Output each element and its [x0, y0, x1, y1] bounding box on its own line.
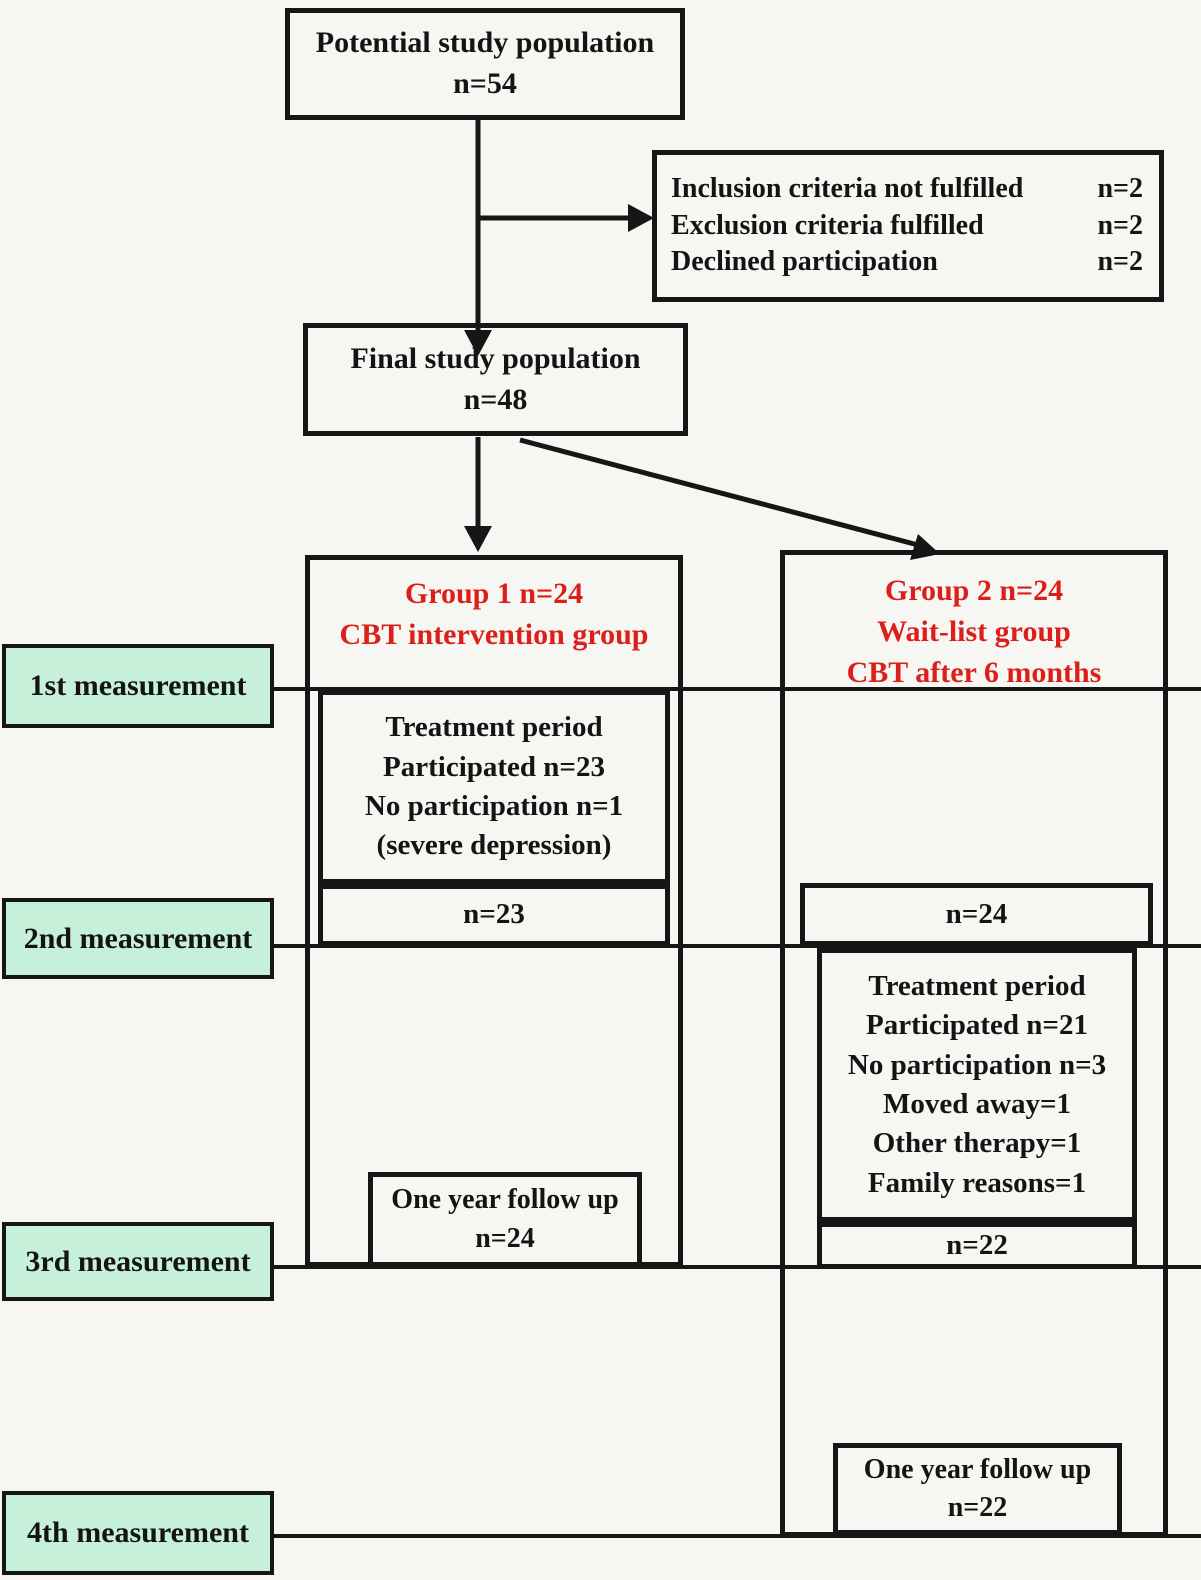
potential-population-line2: n=54	[453, 67, 517, 100]
group2-n24-box: n=24	[800, 883, 1153, 946]
final-population-box: Final study population n=48	[303, 323, 688, 436]
potential-population-line1: Potential study population	[315, 26, 655, 60]
group2-n24-text: n=24	[945, 897, 1008, 930]
exclusion-box: Inclusion criteria not fulfilled n=2 Exc…	[652, 150, 1164, 302]
arrowhead-right-exclusion	[628, 204, 654, 232]
group1-n23-box: n=23	[318, 884, 670, 946]
group1-treatment-line1: Treatment period	[385, 711, 603, 744]
group2-treatment-box: Treatment period Participated n=21 No pa…	[817, 948, 1137, 1222]
group1-treatment-line3: No participation n=1	[364, 790, 624, 822]
measurement-label-4: 4th measurement	[2, 1491, 274, 1575]
group1-treatment-box: Treatment period Participated n=23 No pa…	[318, 690, 670, 884]
exclusion-row-2-label: Exclusion criteria fulfilled	[671, 209, 984, 241]
arrowhead-down-2	[464, 526, 492, 552]
measurement-line-1	[274, 687, 1201, 691]
group2-followup-box: One year follow up n=22	[833, 1443, 1122, 1535]
group2-column-box: Group 2 n=24 Wait-list group CBT after 6…	[780, 550, 1168, 1537]
group2-treatment-line3: No participation n=3	[847, 1048, 1107, 1081]
final-population-line2: n=48	[463, 382, 528, 416]
group2-treatment-line4: Moved away=1	[882, 1088, 1072, 1120]
group1-followup-line2: n=24	[475, 1222, 535, 1254]
potential-population-box: Potential study population n=54	[285, 8, 685, 120]
exclusion-row-2: Exclusion criteria fulfilled n=2	[657, 208, 1159, 245]
arrow-final-to-group2	[519, 437, 919, 548]
final-population-line1: Final study population	[350, 341, 641, 375]
group2-followup-line2: n=22	[947, 1492, 1008, 1523]
group1-treatment-line2: Participated n=23	[383, 750, 605, 783]
measurement-label-1-text: 1st measurement	[29, 669, 247, 702]
exclusion-row-1-value: n=2	[1097, 172, 1143, 204]
group1-followup-line1: One year follow up	[391, 1184, 619, 1216]
measurement-label-2-text: 2nd measurement	[23, 921, 253, 955]
group1-title-line2: CBT intervention group	[339, 617, 649, 651]
exclusion-row-3-value: n=2	[1097, 246, 1143, 278]
exclusion-row-3: Declined participation n=2	[657, 244, 1159, 281]
measurement-label-3: 3rd measurement	[2, 1222, 274, 1301]
group2-n22-box: n=22	[817, 1222, 1137, 1269]
measurement-label-3-text: 3rd measurement	[25, 1244, 251, 1278]
group2-treatment-line5: Other therapy=1	[872, 1127, 1082, 1160]
group2-title-line2: Wait-list group	[877, 614, 1071, 648]
measurement-label-2: 2nd measurement	[2, 898, 274, 979]
group2-treatment-line1: Treatment period	[868, 969, 1086, 1002]
measurement-label-1: 1st measurement	[2, 644, 274, 728]
measurement-line-2	[274, 944, 1201, 948]
measurement-line-3	[274, 1265, 1201, 1269]
exclusion-row-1-label: Inclusion criteria not fulfilled	[671, 172, 1024, 204]
group2-treatment-line6: Family reasons=1	[867, 1166, 1087, 1199]
group2-followup-line1: One year follow up	[863, 1453, 1092, 1485]
group2-title-line3: CBT after 6 months	[846, 655, 1102, 689]
exclusion-row-2-value: n=2	[1097, 209, 1143, 241]
group1-title-line1: Group 1 n=24	[404, 577, 584, 610]
group1-followup-box: One year follow up n=24	[368, 1172, 642, 1267]
group1-n23-text: n=23	[463, 898, 525, 931]
group2-treatment-line2: Participated n=21	[866, 1009, 1088, 1042]
group1-treatment-line4: (severe depression)	[376, 829, 612, 862]
exclusion-row-3-label: Declined participation	[671, 246, 938, 278]
exclusion-row-1: Inclusion criteria not fulfilled n=2	[657, 171, 1159, 208]
group2-title-line1: Group 2 n=24	[884, 574, 1064, 607]
measurement-label-4-text: 4th measurement	[27, 1516, 249, 1549]
measurement-line-4	[274, 1534, 1201, 1538]
group2-n22-text: n=22	[946, 1228, 1008, 1261]
